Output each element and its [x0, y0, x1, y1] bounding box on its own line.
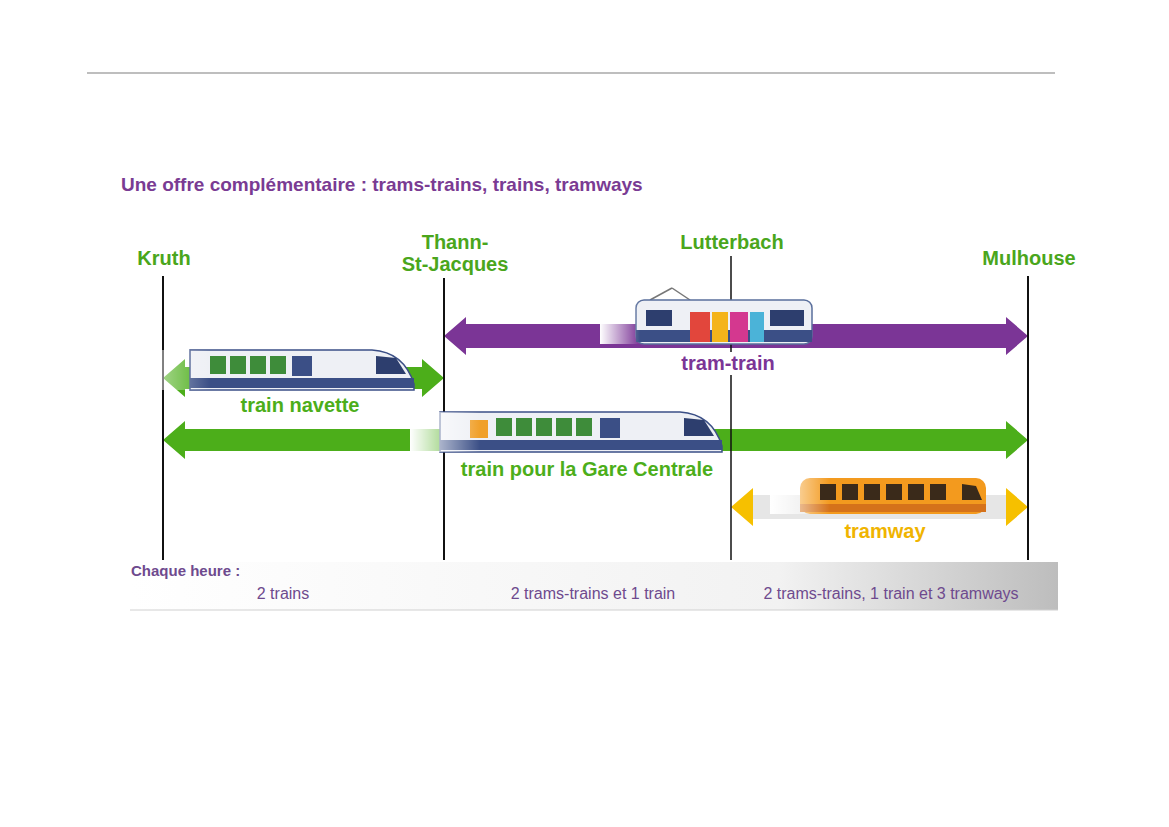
window: [496, 418, 512, 436]
pantograph: [672, 288, 690, 300]
central-train-door: [600, 418, 620, 438]
frequency-note: 2 trams-trains et 1 train: [511, 585, 676, 603]
shuttle-train-door: [292, 356, 312, 376]
tram-train-body: [636, 300, 812, 344]
station-name: Lutterbach: [673, 231, 791, 253]
frequency-heading: Chaque heure :: [131, 562, 240, 579]
footer-rule: [130, 610, 1058, 611]
tram-train-illustration: [600, 288, 812, 344]
tram-train-livery: [730, 312, 748, 342]
window: [556, 418, 572, 436]
window: [576, 418, 592, 436]
central-train-body: [440, 412, 722, 452]
pantograph: [650, 288, 672, 300]
station-name: Kruth: [105, 247, 223, 269]
window: [250, 356, 266, 374]
tram-train-window: [770, 310, 804, 326]
tram-train-livery: [750, 312, 764, 342]
central-train-illustration: [410, 412, 722, 452]
shuttle-train-windscreen: [376, 356, 406, 374]
window: [516, 418, 532, 436]
station-name: Mulhouse: [970, 247, 1088, 269]
central-train-windscreen: [684, 418, 714, 436]
window: [230, 356, 246, 374]
window: [270, 356, 286, 374]
window: [536, 418, 552, 436]
tram-train-livery: [712, 312, 728, 342]
footer-band: [130, 562, 1058, 610]
tramway-windows: [820, 484, 946, 500]
window: [842, 484, 858, 500]
route-label: tram-train: [678, 352, 777, 375]
shuttle-train-stripe: [190, 378, 414, 388]
station-line: [162, 276, 164, 560]
station-label: Kruth: [105, 247, 223, 269]
tram-train-window: [646, 310, 672, 326]
frequency-note: 2 trams-trains, 1 train et 3 tramways: [763, 585, 1018, 603]
station-name: Thann- St-Jacques: [396, 231, 514, 275]
window: [930, 484, 946, 500]
tram-train-livery: [690, 312, 710, 342]
motion-fade: [600, 300, 640, 344]
frequency-note: 2 trains: [257, 585, 309, 603]
shuttle-train-body: [190, 350, 414, 390]
station-label: Lutterbach: [673, 231, 791, 253]
window: [210, 356, 226, 374]
shuttle-train-windows: [210, 356, 286, 374]
window: [886, 484, 902, 500]
route-label: tramway: [841, 520, 928, 543]
window: [908, 484, 924, 500]
motion-fade: [110, 350, 210, 390]
station-label: Thann- St-Jacques: [396, 231, 514, 275]
top-rule: [87, 72, 1055, 74]
tramway-illustration: [770, 478, 986, 514]
window: [864, 484, 880, 500]
route-label: train navette: [238, 394, 363, 417]
motion-fade: [410, 412, 480, 452]
route-label: train pour la Gare Centrale: [458, 458, 716, 481]
shuttle-train-illustration: [110, 350, 414, 390]
diagram-title: Une offre complémentaire : trams-trains,…: [121, 174, 643, 196]
central-train-stripe: [440, 440, 722, 450]
window: [820, 484, 836, 500]
tramway-windscreen: [962, 484, 982, 500]
station-line: [1027, 276, 1029, 560]
station-label: Mulhouse: [970, 247, 1088, 269]
central-train-windows: [496, 418, 592, 436]
